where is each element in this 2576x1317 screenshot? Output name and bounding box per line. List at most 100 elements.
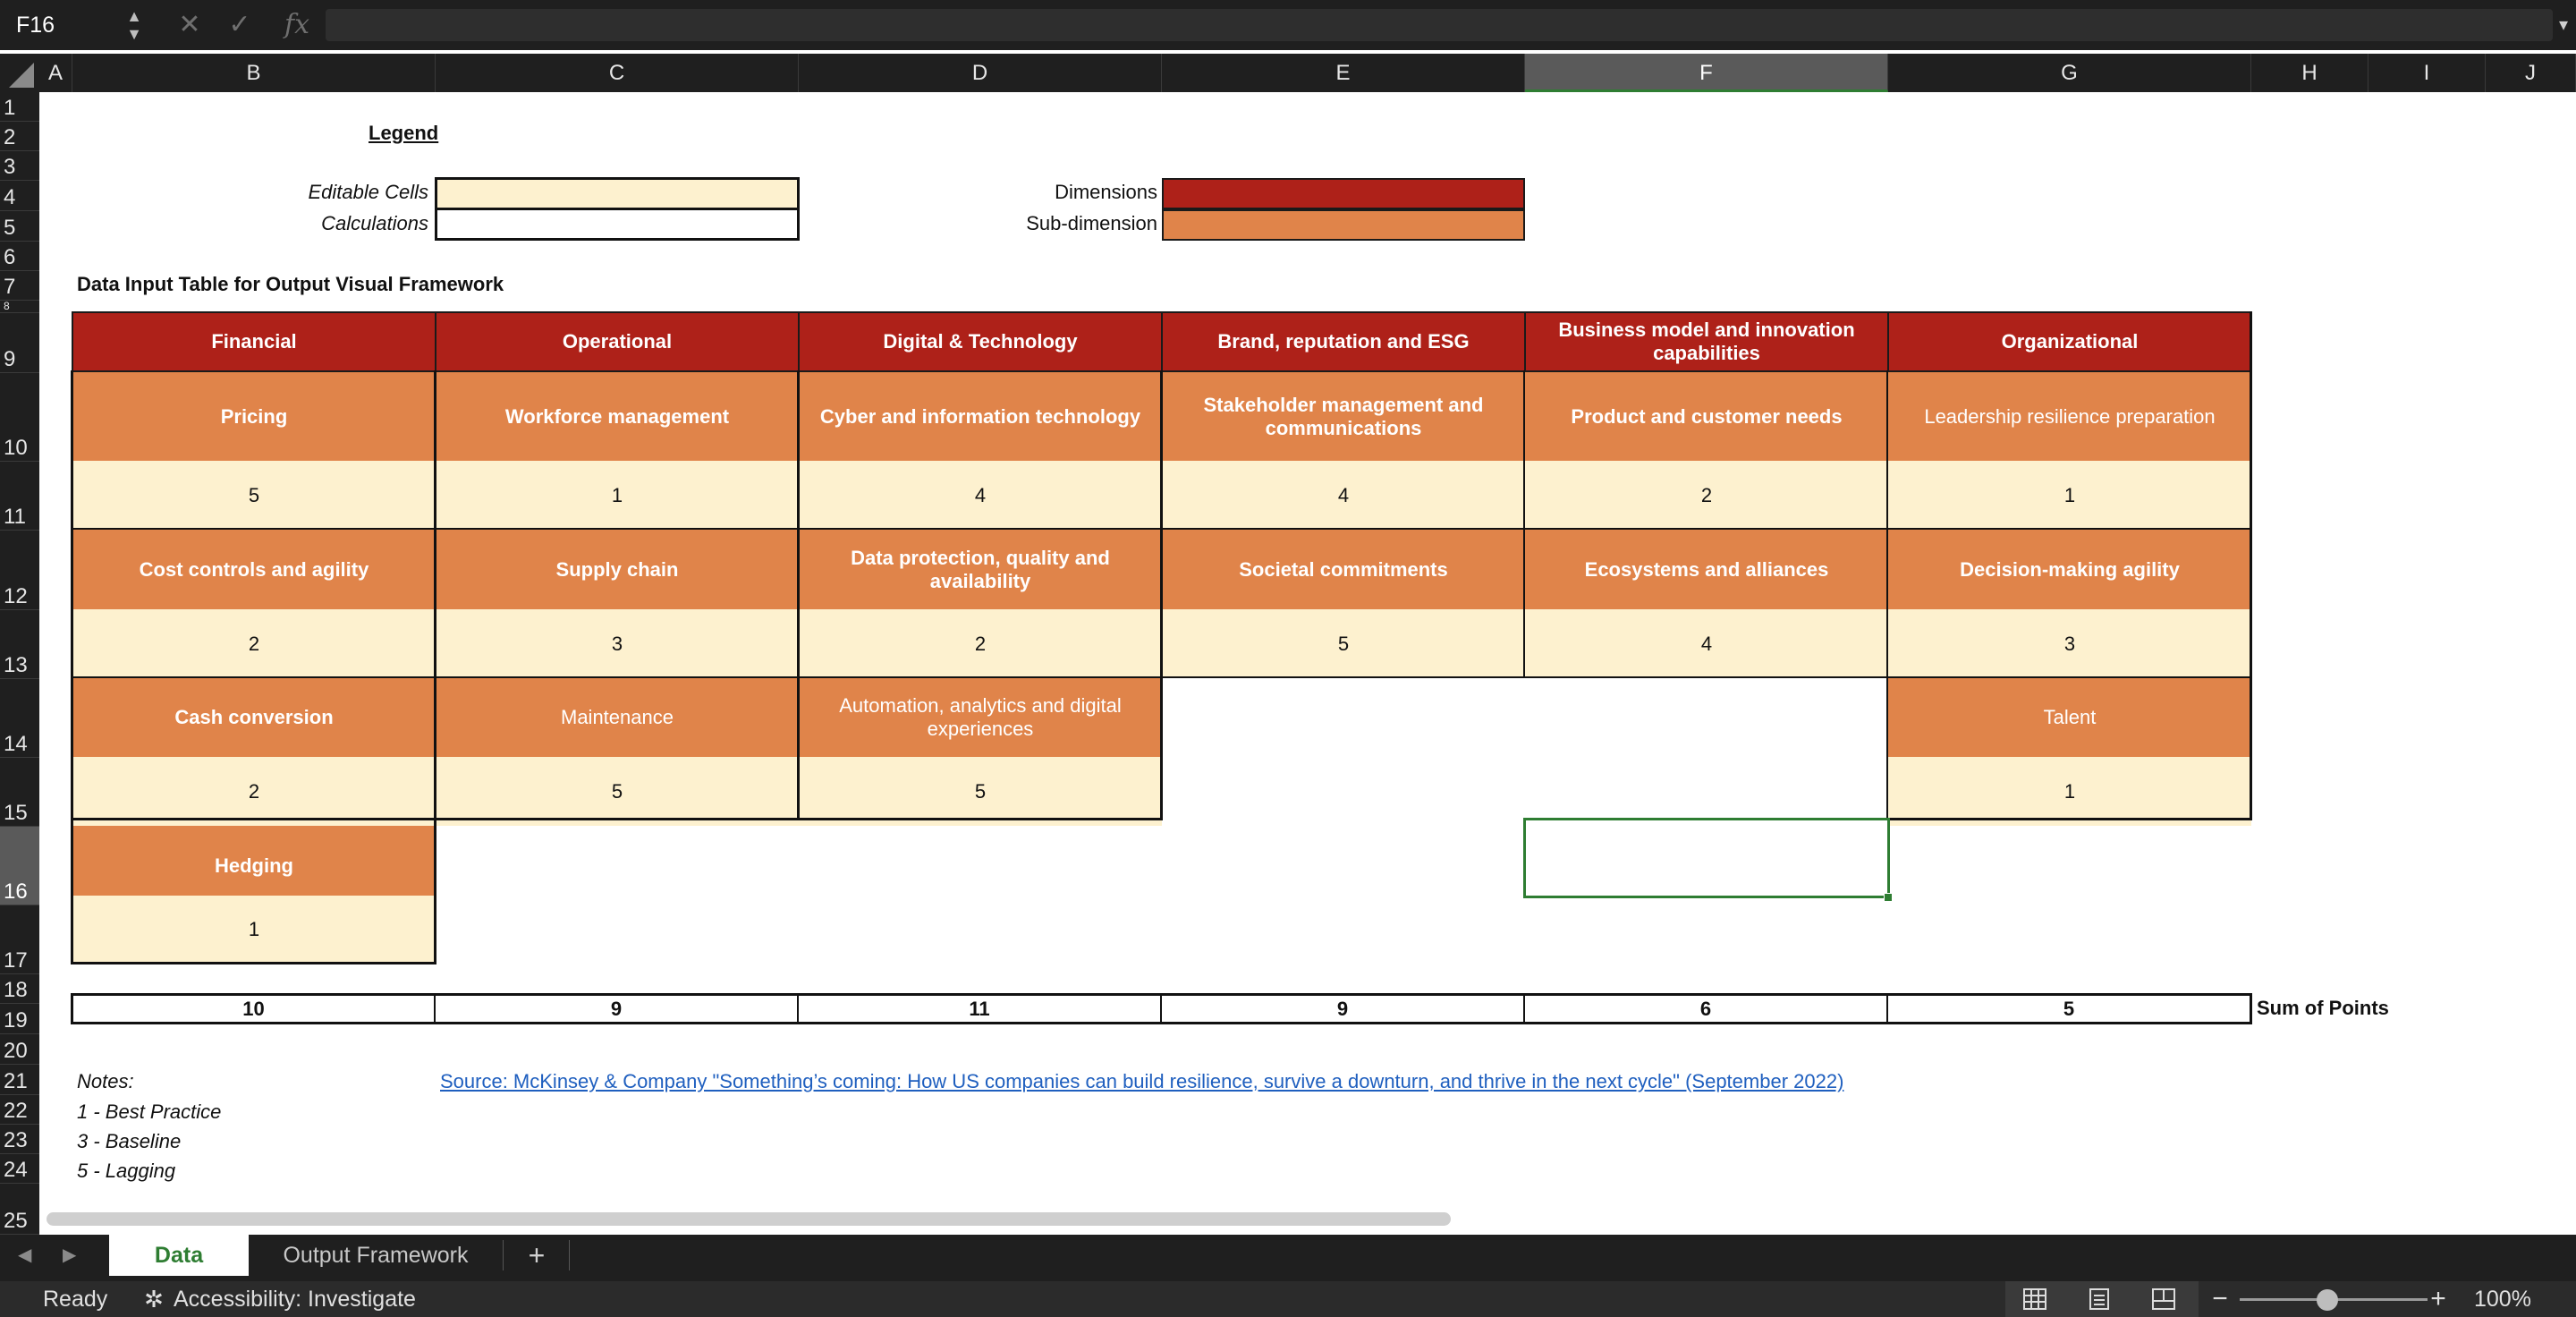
score-supply-chain[interactable]: 3 (436, 609, 799, 678)
horizontal-scrollbar-thumb[interactable] (47, 1212, 1451, 1226)
zoom-slider-thumb[interactable] (2317, 1289, 2338, 1311)
page-layout-view-icon[interactable] (2088, 1288, 2111, 1316)
subdim-cost-controls[interactable]: Cost controls and agility (72, 530, 436, 609)
normal-view-icon[interactable] (2023, 1288, 2046, 1316)
row-header-22[interactable]: 22 (0, 1095, 39, 1125)
zoom-out-button[interactable]: − (2212, 1284, 2228, 1313)
row-header-16[interactable]: 16 (0, 827, 39, 905)
score-cost-controls[interactable]: 2 (72, 609, 436, 678)
row-header-10[interactable]: 10 (0, 373, 39, 462)
formula-input[interactable] (326, 9, 2553, 41)
row-header-11[interactable]: 11 (0, 462, 39, 531)
subdim-leadership-resilience[interactable]: Leadership resilience preparation (1888, 372, 2251, 461)
row-header-20[interactable]: 20 (0, 1034, 39, 1065)
zoom-level[interactable]: 100% (2474, 1287, 2531, 1312)
subdim-automation-analytics[interactable]: Automation, analytics and digital experi… (799, 678, 1162, 757)
legend-dimensions-swatch[interactable] (1162, 178, 1525, 209)
row-header-9[interactable]: 9 (0, 313, 39, 373)
score-cyber-it[interactable]: 4 (799, 461, 1162, 530)
legend-editable-swatch[interactable] (435, 177, 800, 210)
row-header-12[interactable]: 12 (0, 531, 39, 610)
source-link[interactable]: Source: McKinsey & Company "Something’s … (440, 1070, 1844, 1092)
score-leadership-resilience[interactable]: 1 (1888, 461, 2251, 530)
sum-brand-esg[interactable]: 9 (1162, 996, 1525, 1022)
subdim-supply-chain[interactable]: Supply chain (436, 530, 799, 609)
row-header-6[interactable]: 6 (0, 242, 39, 271)
score-automation-analytics[interactable]: 5 (799, 757, 1162, 826)
score-stakeholder-management[interactable]: 4 (1162, 461, 1525, 530)
status-accessibility[interactable]: Accessibility: Investigate (174, 1287, 416, 1312)
select-all-corner[interactable] (0, 54, 39, 92)
column-header-e[interactable]: E (1162, 54, 1525, 92)
subdim-workforce-management[interactable]: Workforce management (436, 372, 799, 461)
subdim-product-customer-needs[interactable]: Product and customer needs (1525, 372, 1888, 461)
score-maintenance[interactable]: 5 (436, 757, 799, 826)
subdim-cash-conversion[interactable]: Cash conversion (72, 678, 436, 757)
row-header-14[interactable]: 14 (0, 679, 39, 758)
dimension-financial[interactable]: Financial (72, 311, 436, 372)
column-header-h[interactable]: H (2251, 54, 2368, 92)
score-societal-commitments[interactable]: 5 (1162, 609, 1525, 678)
legend-subdim-swatch[interactable] (1162, 209, 1525, 241)
fill-handle[interactable] (1884, 893, 1893, 902)
row-header-17[interactable]: 17 (0, 905, 39, 974)
sum-financial[interactable]: 10 (73, 996, 436, 1022)
score-ecosystems-alliances[interactable]: 4 (1525, 609, 1888, 678)
column-header-a[interactable]: A (39, 54, 72, 92)
row-header-19[interactable]: 19 (0, 1004, 39, 1034)
score-decision-making-agility[interactable]: 3 (1888, 609, 2251, 678)
subdim-talent[interactable]: Talent (1888, 678, 2251, 757)
sum-business-model[interactable]: 6 (1525, 996, 1888, 1022)
accessibility-icon[interactable]: ✲ (144, 1286, 164, 1313)
row-header-1[interactable]: 1 (0, 92, 39, 122)
subdim-decision-making-agility[interactable]: Decision-making agility (1888, 530, 2251, 609)
zoom-in-button[interactable]: + (2430, 1284, 2446, 1313)
selected-cell-f16[interactable] (1523, 818, 1890, 898)
row-header-7[interactable]: 7 (0, 271, 39, 301)
page-break-view-icon[interactable] (2152, 1288, 2175, 1316)
row-header-13[interactable]: 13 (0, 610, 39, 679)
column-header-c[interactable]: C (436, 54, 799, 92)
row-header-24[interactable]: 24 (0, 1154, 39, 1184)
subdim-hedging[interactable]: Hedging (72, 826, 436, 905)
score-talent[interactable]: 1 (1888, 757, 2251, 826)
row-header-18[interactable]: 18 (0, 974, 39, 1004)
row-header-5[interactable]: 5 (0, 211, 39, 242)
column-header-d[interactable]: D (799, 54, 1162, 92)
row-header-4[interactable]: 4 (0, 181, 39, 211)
row-header-15[interactable]: 15 (0, 758, 39, 827)
subdim-ecosystems-alliances[interactable]: Ecosystems and alliances (1525, 530, 1888, 609)
column-header-i[interactable]: I (2368, 54, 2486, 92)
row-header-3[interactable]: 3 (0, 151, 39, 181)
dimension-organizational[interactable]: Organizational (1887, 311, 2252, 372)
score-hedging[interactable]: 1 (72, 896, 436, 964)
subdim-societal-commitments[interactable]: Societal commitments (1162, 530, 1525, 609)
sum-operational[interactable]: 9 (436, 996, 799, 1022)
function-icon[interactable]: fx (284, 9, 310, 40)
row-header-23[interactable]: 23 (0, 1125, 39, 1154)
score-workforce-management[interactable]: 1 (436, 461, 799, 530)
subdim-cyber-it[interactable]: Cyber and information technology (799, 372, 1162, 461)
column-header-j[interactable]: J (2486, 54, 2576, 92)
subdim-maintenance[interactable]: Maintenance (436, 678, 799, 757)
row-header-25[interactable]: 25 (0, 1184, 39, 1235)
row-header-2[interactable]: 2 (0, 122, 39, 151)
subdim-data-protection[interactable]: Data protection, quality and availabilit… (799, 530, 1162, 609)
formula-expand-icon[interactable]: ▾ (2558, 15, 2569, 35)
subdim-stakeholder-management[interactable]: Stakeholder management and communication… (1162, 372, 1525, 461)
dimension-digital-technology[interactable]: Digital & Technology (798, 311, 1163, 372)
row-header-21[interactable]: 21 (0, 1065, 39, 1095)
cancel-icon[interactable]: ✕ (178, 10, 201, 39)
dimension-operational[interactable]: Operational (435, 311, 800, 372)
sum-organizational[interactable]: 5 (1888, 996, 2250, 1022)
add-sheet-button[interactable]: + (528, 1239, 546, 1271)
legend-calc-swatch[interactable] (435, 208, 800, 241)
tab-next-icon[interactable]: ▶ (63, 1245, 77, 1265)
score-pricing[interactable]: 5 (72, 461, 436, 530)
dimension-brand-esg[interactable]: Brand, reputation and ESG (1161, 311, 1526, 372)
sum-digital-technology[interactable]: 11 (799, 996, 1162, 1022)
column-header-f[interactable]: F (1525, 54, 1888, 92)
score-product-customer-needs[interactable]: 2 (1525, 461, 1888, 530)
name-box-stepper[interactable]: ▲▼ (126, 7, 142, 43)
column-header-b[interactable]: B (72, 54, 436, 92)
